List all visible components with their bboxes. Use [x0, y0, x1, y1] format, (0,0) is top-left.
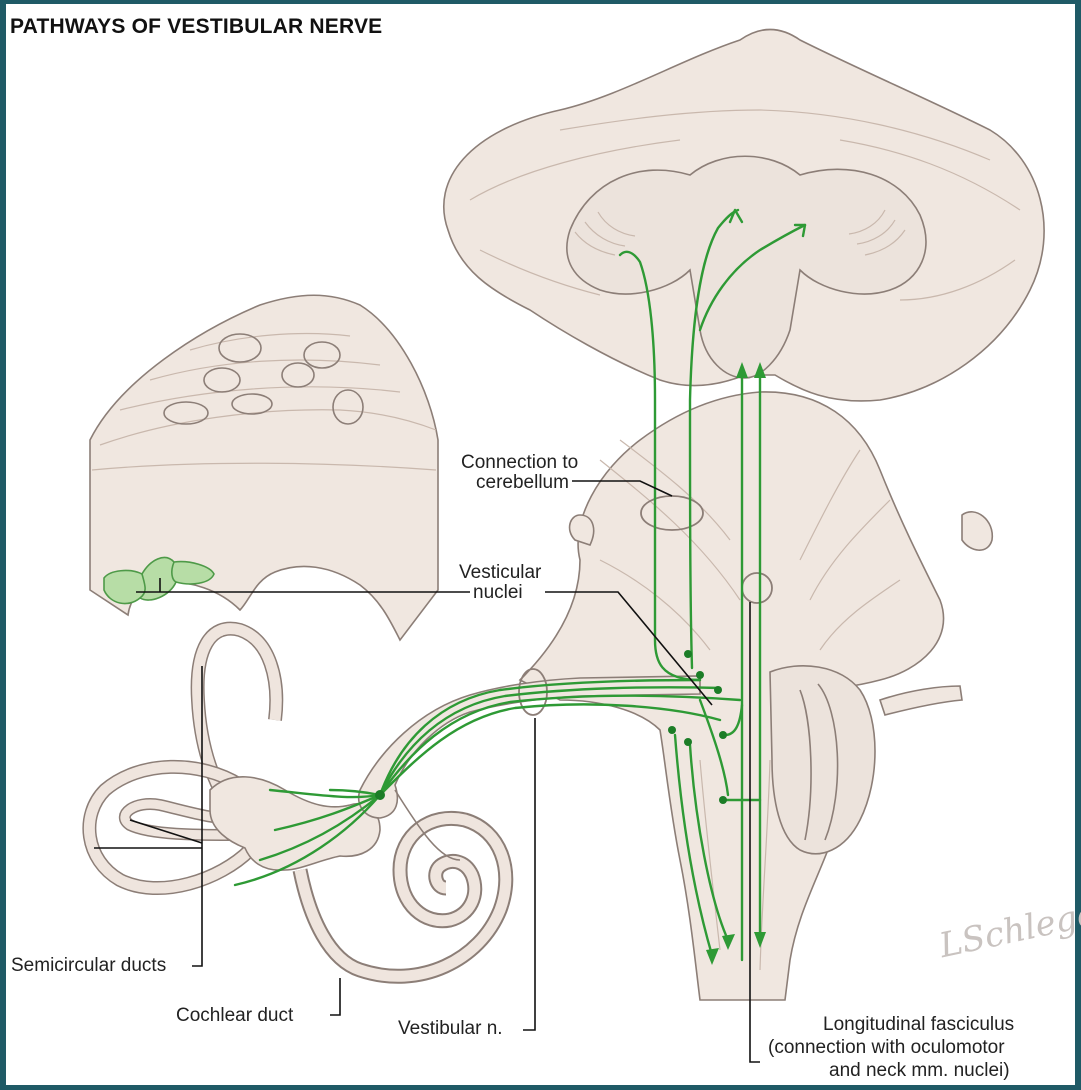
- label-cochlear-duct: Cochlear duct: [176, 978, 340, 1026]
- label-cochlear: Cochlear duct: [176, 1005, 294, 1026]
- label-vesticular-line1: Vesticular: [459, 562, 542, 583]
- label-longitudinal-line1: Longitudinal fasciculus: [823, 1014, 1014, 1035]
- label-connection-line1: Connection to: [461, 452, 578, 473]
- label-semicircular: Semicircular ducts: [11, 955, 166, 976]
- label-connection-line2: cerebellum: [476, 472, 569, 493]
- label-longitudinal-line3: and neck mm. nuclei): [829, 1060, 1010, 1081]
- diagram-title: PATHWAYS OF VESTIBULAR NERVE: [10, 15, 382, 38]
- label-vesticular-line2: nuclei: [473, 582, 523, 603]
- brainstem-cross-section: [90, 295, 438, 640]
- artist-signature: LSchlegel.: [935, 889, 1081, 966]
- label-semicircular-ducts: Semicircular ducts: [11, 666, 202, 976]
- cerebellum: [444, 30, 1044, 401]
- label-longitudinal-line2: (connection with oculomotor: [768, 1037, 1005, 1058]
- label-vestibular-nerve: Vestibular n.: [398, 1018, 503, 1039]
